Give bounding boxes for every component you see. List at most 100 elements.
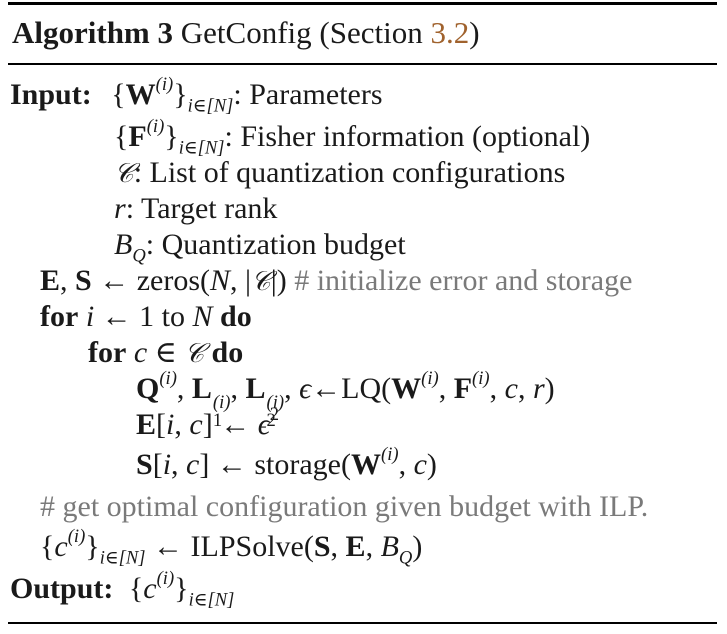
for-i-line: for i ← 1 to N do (40, 300, 252, 334)
assign-arrow: ← (311, 372, 342, 405)
symbol-W: W (351, 448, 381, 481)
zeros-fn: zeros (136, 264, 200, 297)
symbol-N: N (210, 264, 231, 297)
sub-Q: Q (132, 245, 146, 267)
sub-one: 1 (212, 409, 223, 431)
top-rule (8, 2, 717, 5)
symbol-E: E (345, 530, 366, 563)
symbol-W: W (391, 372, 422, 405)
input-keyword: Input: (10, 78, 92, 111)
storage-assign-line: S[i, c] ← storage(W(i), c) (136, 444, 437, 481)
sub-two: 2 (266, 409, 276, 431)
symbol-L2: L (245, 372, 266, 405)
init-comment: # initialize error and storage (294, 264, 633, 297)
sup-i: (i) (155, 74, 174, 96)
symbol-i: i (85, 300, 95, 333)
assign-arrow: ← (153, 530, 184, 563)
do-keyword: do (220, 300, 252, 333)
symbol-S: S (136, 448, 153, 481)
lq-fn: LQ (341, 372, 382, 405)
ilp-line: {c(i)}i∈[N] ← ILPSolve(S, E, BQ) (40, 526, 423, 569)
symbol-c: c (133, 336, 148, 369)
assign-arrow: ← (216, 448, 247, 481)
symbol-Q: Q (136, 372, 160, 405)
section-suffix: ) (469, 15, 480, 50)
input-fisher-line: {F(i)}i∈[N]: Fisher information (optiona… (114, 116, 591, 159)
symbol-c: c (413, 448, 427, 481)
symbol-S: S (313, 530, 331, 563)
symbol-L1: L (191, 372, 212, 405)
sup-i: (i) (212, 392, 231, 414)
sup-two: 2 (269, 404, 280, 426)
to-keyword: to (161, 300, 185, 333)
algorithm-name: GetConfig (180, 15, 312, 50)
sup-i: (i) (381, 444, 399, 466)
for-c-line: for c ∈ 𝒞 do (88, 336, 243, 371)
symbol-W: W (125, 78, 156, 111)
symbol-epsilon: ϵ (257, 408, 270, 441)
lq-line: Q(i), L(i)1, L(i)2, ϵ←LQ(W(i), F(i), c, … (136, 368, 555, 431)
symbol-c: c (189, 408, 203, 441)
sub-index-set: i∈[N] (178, 137, 225, 159)
symbol-i: i (162, 448, 172, 481)
sub-index-set: i∈[N] (187, 95, 234, 117)
assign-arrow: ← (101, 300, 132, 333)
sup-i: (i) (472, 368, 490, 390)
symbol-E: E (136, 408, 157, 441)
section-prefix: (Section (319, 15, 431, 50)
fisher-desc: : Fisher information (optional) (224, 120, 591, 153)
sup-i: (i) (266, 392, 285, 414)
assign-arrow: ← (99, 264, 130, 297)
assign-arrow: ← (220, 408, 251, 441)
symbol-c: c (186, 448, 200, 481)
symbol-C: 𝒞 (184, 338, 205, 369)
in-symbol: ∈ (154, 336, 177, 369)
symbol-c: c (504, 372, 518, 405)
input-params-line: Input: {W(i)}i∈[N]: Parameters (10, 74, 383, 117)
ilp-comment: # get optimal configuration given budget… (40, 490, 649, 523)
bottom-rule (8, 622, 717, 624)
params-desc: : Parameters (233, 78, 383, 111)
symbol-N: N (192, 300, 213, 333)
symbol-c: c (54, 530, 68, 563)
symbol-B: B (114, 228, 133, 261)
symbol-C: 𝒞 (114, 158, 134, 189)
storage-fn: storage (254, 448, 341, 481)
for-keyword: for (40, 300, 79, 333)
rank-desc: : Target rank (125, 192, 278, 225)
ilp-fn: ILPSolve (190, 530, 304, 563)
output-keyword: Output: (10, 572, 114, 605)
symbol-c: c (143, 572, 157, 605)
sup-i: (i) (156, 568, 175, 590)
configs-desc: : List of quantization configurations (133, 156, 566, 189)
sub-index-set: i∈[N] (99, 547, 146, 569)
input-configs-line: 𝒞: List of quantization configurations (114, 156, 565, 191)
symbol-F: F (453, 372, 473, 405)
input-rank-line: r: Target rank (114, 192, 277, 226)
sup-i: (i) (146, 116, 165, 138)
symbol-E: E (40, 264, 61, 297)
algorithm-title: Algorithm 3 GetConfig (Section 3.2) (12, 12, 480, 54)
sub-index-set: i∈[N] (188, 589, 235, 611)
algorithm-label: Algorithm 3 (12, 15, 174, 50)
symbol-epsilon: ϵ (299, 372, 312, 405)
literal-one: 1 (139, 300, 155, 333)
symbol-r: r (114, 192, 126, 225)
header-rule (8, 63, 717, 65)
sup-i: (i) (67, 526, 86, 548)
output-line: Output: {c(i)}i∈[N] (10, 568, 235, 611)
symbol-S: S (75, 264, 92, 297)
symbol-C: 𝒞 (251, 266, 271, 297)
do-keyword: do (211, 336, 244, 369)
sub-Q: Q (398, 547, 413, 569)
symbol-F: F (128, 120, 147, 153)
symbol-i: i (166, 408, 175, 441)
sup-i: (i) (159, 368, 177, 390)
symbol-B: B (380, 530, 399, 563)
error-assign-line: E[i, c] ← ϵ2 (136, 404, 280, 441)
for-keyword: for (88, 336, 127, 369)
budget-desc: : Quantization budget (145, 228, 406, 261)
input-budget-line: BQ: Quantization budget (114, 228, 406, 265)
section-reference-link[interactable]: 3.2 (430, 15, 470, 50)
sup-i: (i) (421, 368, 439, 390)
